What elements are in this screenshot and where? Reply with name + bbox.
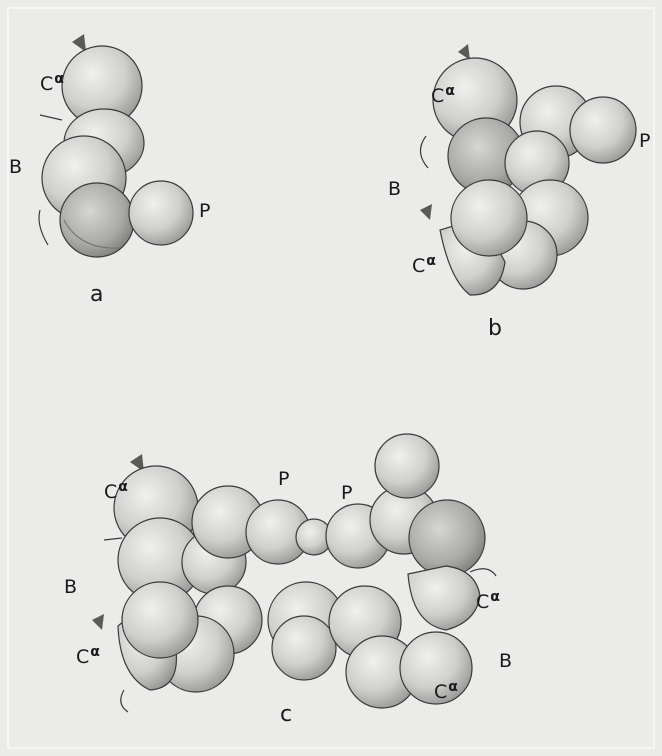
atom-b3 (570, 97, 636, 163)
label-p-c-right: P (341, 484, 352, 503)
atom-c7 (122, 582, 198, 658)
panel-label-a: a (90, 284, 103, 306)
label-c-alpha-b-top: Cα (431, 84, 455, 106)
label-p-b: P (639, 132, 650, 151)
label-c-alpha-c-right: Cα (476, 590, 500, 612)
label-c-alpha-b-bottom: Cα (412, 254, 436, 276)
label-b-c-left: B (64, 578, 77, 597)
atom-c17 (272, 616, 336, 680)
atom-a5 (129, 181, 193, 245)
label-c-alpha-c-bottom-left: Cα (76, 645, 100, 667)
label-b-b: B (388, 180, 401, 199)
label-c-alpha-a: Cα (40, 72, 64, 94)
atom-b9 (451, 180, 527, 256)
panel-label-c: c (280, 704, 292, 726)
label-b-c-right: B (499, 652, 512, 671)
label-p-a: P (199, 202, 210, 221)
atom-c13 (375, 434, 439, 498)
panel-label-b: b (488, 318, 502, 340)
label-b-a: B (9, 158, 22, 177)
atom-c14 (409, 500, 485, 576)
label-p-c-left: P (278, 470, 289, 489)
label-c-alpha-c-top-left: Cα (104, 480, 128, 502)
label-c-alpha-c-bottom-right: Cα (434, 680, 458, 702)
